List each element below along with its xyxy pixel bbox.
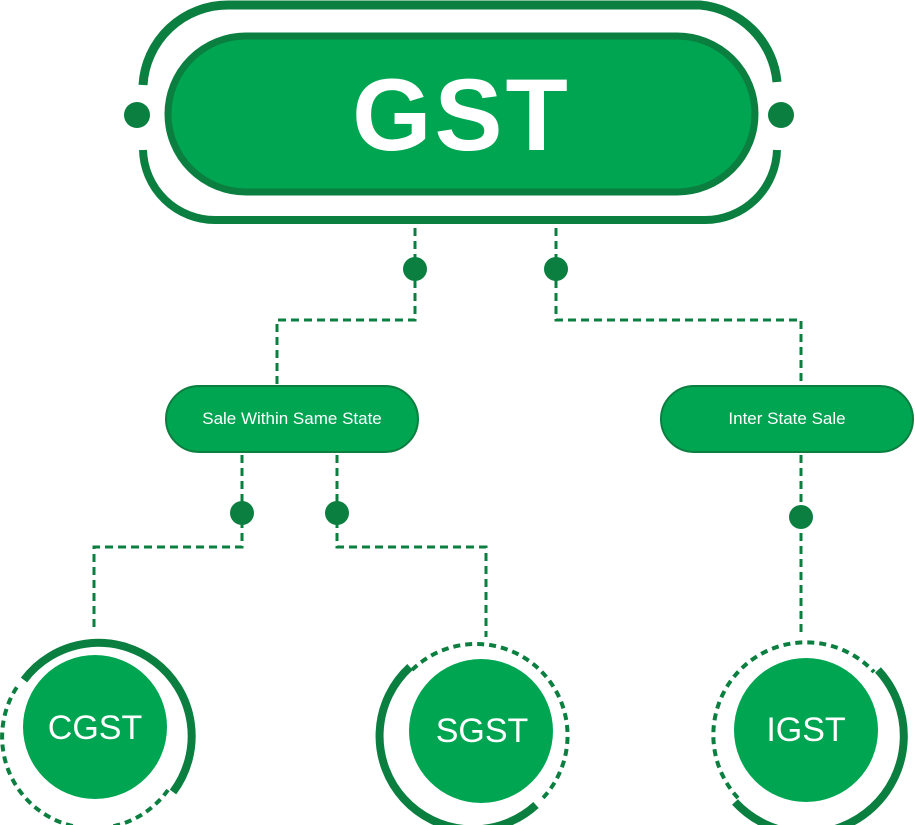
connector-dot-4 xyxy=(325,501,349,525)
root-outer-ring-bottom xyxy=(139,149,781,224)
cgst-circle xyxy=(23,655,167,799)
igst-solid-arc xyxy=(732,667,908,825)
sgst-solid-arc xyxy=(375,664,539,825)
root-node xyxy=(124,0,794,224)
igst-circle xyxy=(734,658,878,802)
connector-dot-5 xyxy=(789,505,813,529)
leaf-node-cgst xyxy=(0,638,196,825)
root-right-knob xyxy=(768,102,794,128)
connector-dot-1 xyxy=(403,257,427,281)
connector-dot-3 xyxy=(230,501,254,525)
sgst-dashed-arc xyxy=(410,641,570,803)
root-outer-ring-top xyxy=(138,0,782,86)
sgst-circle xyxy=(409,659,553,803)
leaf-label-sgst: SGST xyxy=(435,711,529,750)
branch-label-same-state: Sale Within Same State xyxy=(202,409,382,428)
connector-dot-2 xyxy=(544,257,568,281)
root-left-knob xyxy=(124,102,150,128)
connector-same-state-to-cgst xyxy=(92,455,244,632)
root-pill xyxy=(164,32,759,196)
cgst-solid-arc xyxy=(20,638,196,795)
cgst-dashed-arc xyxy=(0,682,170,825)
leaf-label-cgst: CGST xyxy=(47,708,143,747)
connector-same-state-to-sgst xyxy=(335,455,488,637)
branch-label-inter-state: Inter State Sale xyxy=(728,409,846,428)
root-connectors xyxy=(275,228,803,386)
igst-dashed-arc xyxy=(711,640,876,800)
root-label: GST xyxy=(352,57,571,172)
leaf-label-igst: IGST xyxy=(766,710,846,749)
leaf-node-sgst xyxy=(375,641,570,825)
branch-pill-inter-state xyxy=(660,385,914,453)
connector-root-to-same-state xyxy=(275,228,417,386)
connector-root-to-inter-state xyxy=(554,228,803,386)
branch-pill-same-state xyxy=(165,385,419,453)
leaf-node-igst xyxy=(711,640,908,825)
branch-connectors xyxy=(92,455,803,637)
